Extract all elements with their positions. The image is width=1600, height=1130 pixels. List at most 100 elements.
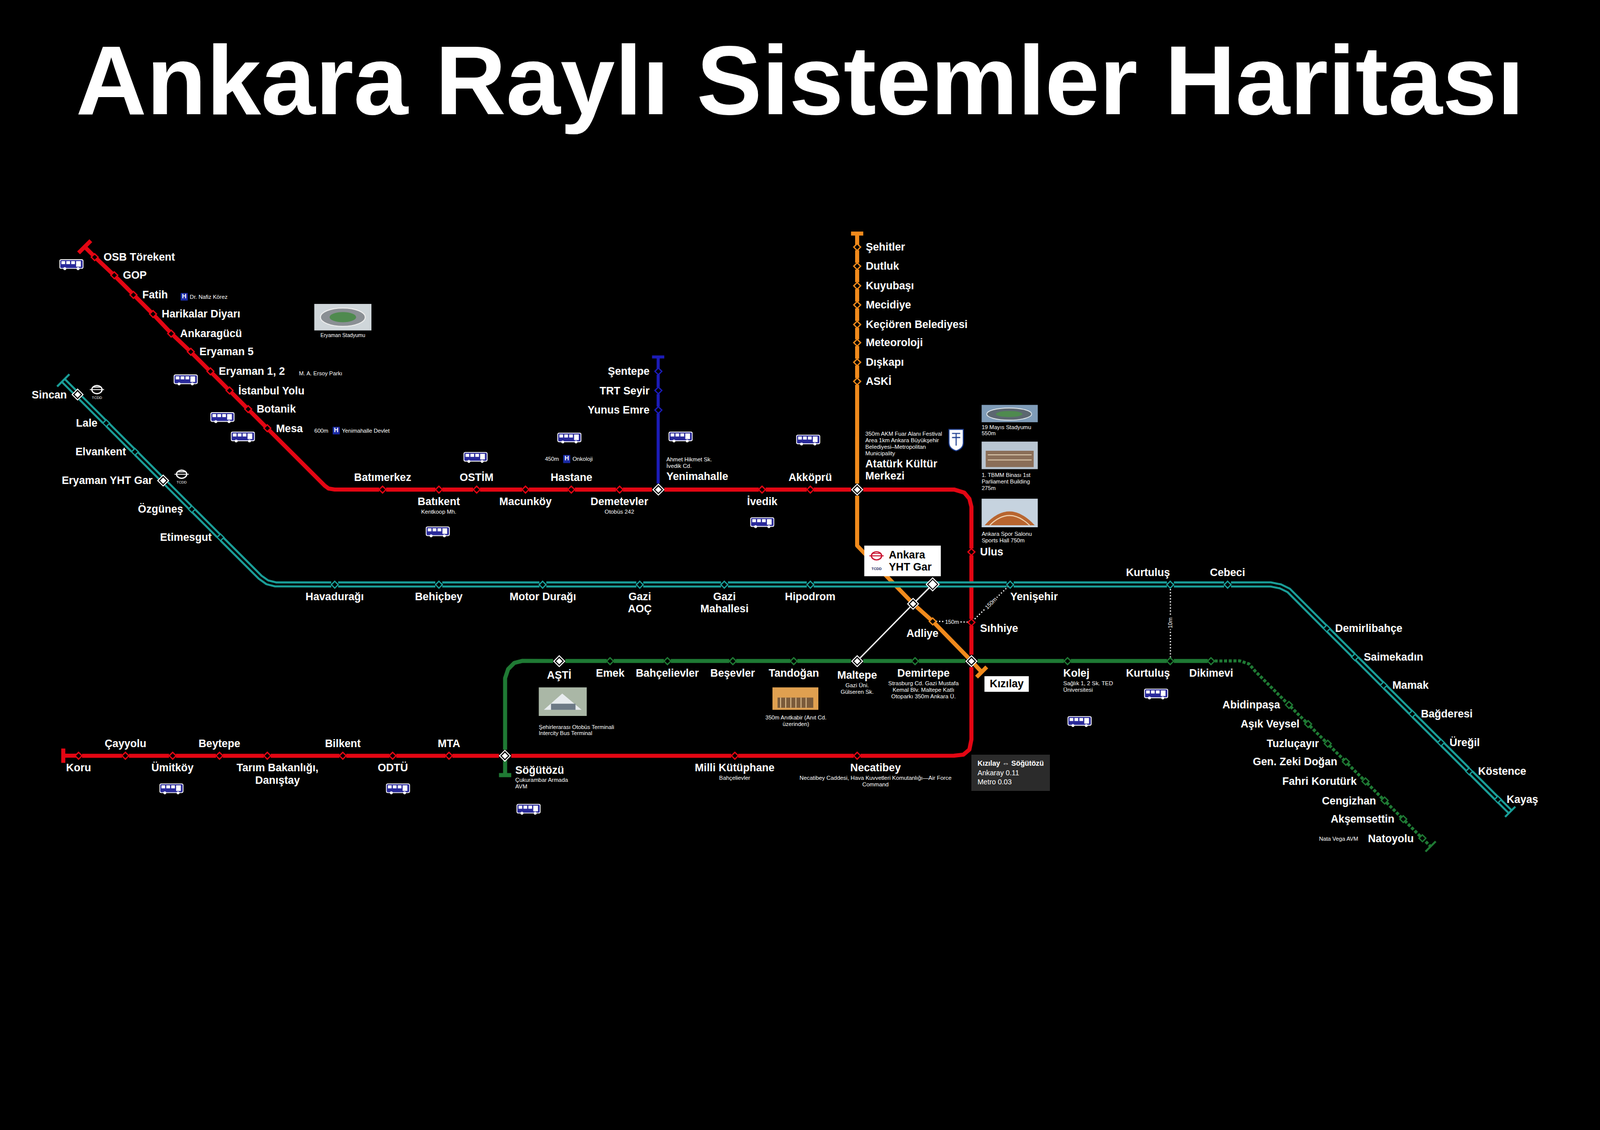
station-marker: [498, 749, 511, 763]
station-marker: [906, 597, 920, 611]
station: ASKİ: [853, 377, 862, 386]
station-name: Fahri Korutürk: [1282, 775, 1357, 788]
station-marker: [851, 483, 864, 496]
station-label: Eryaman 1, 2: [218, 365, 285, 378]
station-photo: [314, 303, 372, 331]
station-marker: [853, 377, 861, 386]
station-marker: [567, 485, 576, 494]
station-marker: [539, 581, 547, 589]
station-label: Ümitköy: [151, 762, 194, 775]
track-line: [727, 581, 807, 588]
station-marker: [102, 419, 111, 428]
station-name: Kurtuluş: [1125, 667, 1170, 680]
track-line: [643, 581, 722, 588]
track-line: [863, 489, 972, 549]
station-label: NecatibeyNecatibey Caddesi, Hava Kuvvetl…: [798, 762, 952, 789]
station-name: Eryaman 5: [199, 345, 254, 358]
track-line: [855, 308, 860, 322]
track-line: [1173, 659, 1208, 664]
tcdd-logo: [89, 385, 104, 394]
station: DemirtepeStrasburg Cd. Gazi Mustafa Kema…: [910, 657, 920, 666]
station-name: Keçiören Belediyesi: [865, 318, 968, 331]
station-marker: [853, 338, 862, 347]
track-line: [442, 581, 540, 588]
station-marker: [652, 483, 665, 496]
station-name: Demirtepe: [897, 667, 950, 680]
station: Beytepe: [215, 751, 224, 760]
bus-icon: [59, 259, 84, 271]
station-name: Beytepe: [198, 737, 241, 750]
bus-icon: [557, 433, 581, 444]
station-marker: [110, 271, 119, 280]
station-marker: [853, 320, 862, 329]
track-line-core: [643, 583, 722, 586]
station-name: Yunus Emre: [587, 404, 650, 417]
station-name: Ümitköy: [151, 762, 194, 775]
station-marker: [1206, 657, 1215, 666]
map-note: Dr. Nafiz Körez: [189, 293, 228, 301]
station-marker: [1437, 739, 1445, 747]
station-name: Kuyubaşı: [865, 279, 914, 292]
station-label: AŞTİ: [547, 669, 572, 682]
station: Kayaş: [1493, 795, 1502, 804]
station: Yunus Emre: [654, 406, 663, 415]
track-segment: [863, 489, 972, 549]
station-label: Eryaman YHT Gar: [61, 474, 153, 487]
station-name: Abidinpaşa: [1222, 699, 1281, 712]
track-segment: [765, 489, 807, 491]
station-marker: [853, 752, 861, 760]
station-marker: [389, 752, 397, 760]
station-label: YenimahalleAhmet Hikmet Sk. İvedik Cd.: [666, 455, 729, 483]
station-label: DemirtepeStrasburg Cd. Gazi Mustafa Kema…: [887, 667, 960, 701]
station-name: Harikalar Diyarı: [161, 308, 241, 321]
station-marker: [263, 425, 271, 433]
station-marker: [911, 657, 920, 665]
line-end: [78, 240, 95, 257]
station-label: MTA: [437, 737, 461, 750]
walk-distance: 10m: [1167, 616, 1174, 630]
station-marker: [553, 655, 566, 668]
station: ODTÜ: [388, 751, 397, 760]
station-note: Otobüs 242: [588, 508, 651, 516]
station-name: GOP: [122, 269, 147, 282]
station: Hastane: [567, 485, 576, 494]
track-line: [934, 623, 969, 658]
station-marker: [339, 752, 347, 760]
station: Etimesgut: [216, 533, 225, 542]
station-name: Natoyolu: [1367, 832, 1414, 845]
track-segment: [856, 385, 858, 484]
station-label: Bahçelievler: [635, 667, 699, 680]
station-name: Yenişehir: [1010, 590, 1058, 603]
station-label: Behiçbey: [415, 590, 464, 603]
station-label: Ankaragücü: [180, 327, 243, 340]
station: Mesa: [263, 424, 272, 433]
track-segment: [736, 660, 791, 662]
station: Kurtuluş: [1166, 580, 1175, 589]
station-name: ODTÜ: [377, 762, 408, 775]
station-photo: [329, 312, 357, 323]
station-name: Demirlibahçe: [1335, 622, 1403, 635]
station-marker: [225, 387, 234, 395]
station-label: Hipodrom: [785, 590, 836, 603]
interchange-station: Kızılay: [965, 655, 978, 668]
station-marker: [1324, 740, 1332, 748]
station-photo: [987, 454, 1032, 461]
track-line: [765, 487, 807, 492]
station-marker: [1166, 580, 1175, 589]
interchange-station: Sincan: [71, 388, 84, 401]
station-marker: [129, 290, 138, 299]
station-label: ODTÜ: [377, 762, 408, 775]
track-line: [797, 659, 852, 664]
station-marker: [159, 476, 168, 485]
station-label: Fatih: [142, 288, 169, 301]
station: Keçiören Belediyesi: [853, 320, 862, 329]
station-marker: [853, 262, 861, 270]
station: Demirlibahçe: [1322, 624, 1331, 633]
station-marker: [605, 657, 615, 666]
station-label: Üreğil: [1449, 736, 1480, 749]
station: İvedik: [757, 485, 767, 494]
station: Kuyubaşı: [853, 281, 862, 290]
station-marker: [148, 310, 158, 319]
station: Cebeci: [1223, 580, 1232, 589]
